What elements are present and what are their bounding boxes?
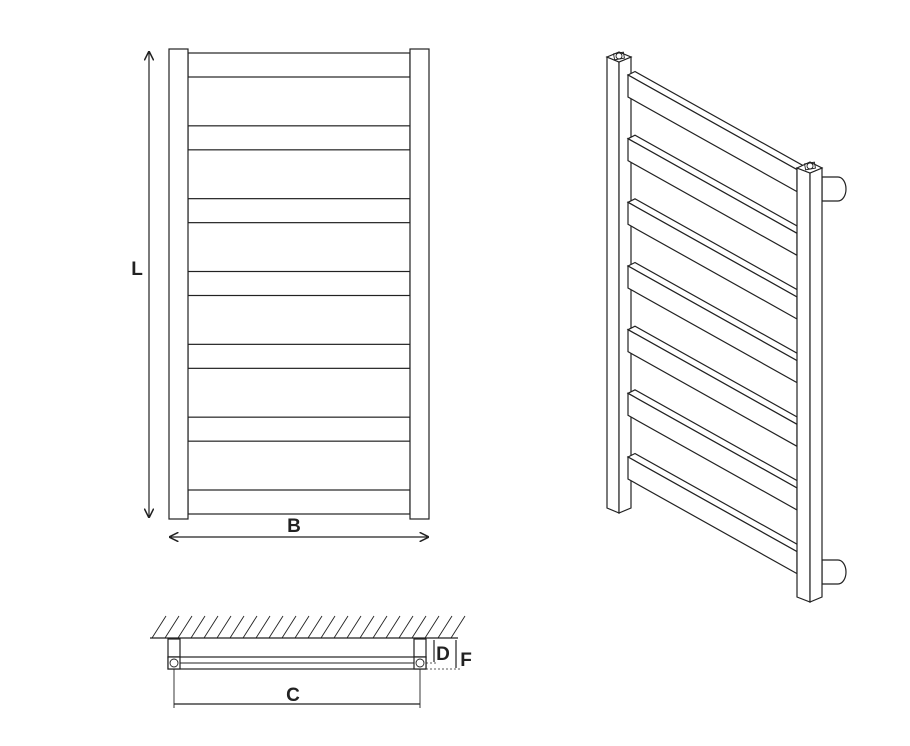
left-bracket bbox=[167, 638, 181, 658]
front-rung bbox=[187, 125, 411, 151]
hatch-line bbox=[281, 615, 297, 639]
hatch-line bbox=[320, 615, 336, 639]
iso-rung-top bbox=[626, 452, 806, 553]
hatch-line bbox=[333, 615, 349, 639]
hatch-line bbox=[398, 615, 414, 639]
hatch-line bbox=[437, 615, 453, 639]
hatch-line bbox=[177, 615, 193, 639]
iso-right-post bbox=[795, 161, 824, 603]
dimension-F-label: F bbox=[460, 650, 472, 671]
hatch-line bbox=[359, 615, 375, 639]
hatch-line bbox=[242, 615, 258, 639]
iso-wall-brackets bbox=[821, 176, 847, 585]
hatch-line bbox=[372, 615, 388, 639]
isometric-view bbox=[605, 51, 847, 603]
plan-view: D F C bbox=[150, 615, 472, 708]
hatch-line bbox=[450, 615, 466, 639]
hatch-line bbox=[307, 615, 323, 639]
hatch-line bbox=[216, 615, 232, 639]
hatch-line bbox=[164, 615, 180, 639]
iso-rungs bbox=[626, 70, 806, 575]
dimension-L-label: L bbox=[131, 259, 143, 280]
front-rungs bbox=[187, 52, 411, 515]
hatch-line bbox=[294, 615, 310, 639]
hatch-line bbox=[424, 615, 440, 639]
hatch-line bbox=[268, 615, 284, 639]
right-bracket bbox=[413, 638, 427, 658]
dimension-C-label: C bbox=[286, 685, 300, 706]
hatch-line bbox=[255, 615, 271, 639]
hatch-line bbox=[346, 615, 362, 639]
hatch-line bbox=[203, 615, 219, 639]
front-rung bbox=[187, 270, 411, 297]
hatch-line bbox=[411, 615, 427, 639]
hatch-line bbox=[385, 615, 401, 639]
dimension-D-label: D bbox=[436, 644, 450, 665]
hatch-line bbox=[229, 615, 245, 639]
dimension-B-label: B bbox=[287, 516, 301, 537]
hatch-line bbox=[151, 615, 167, 639]
left-post bbox=[168, 48, 189, 520]
front-rung bbox=[187, 52, 411, 78]
front-view: L B bbox=[131, 48, 430, 537]
front-rung bbox=[187, 489, 411, 515]
front-rung bbox=[187, 198, 411, 224]
front-rung bbox=[187, 343, 411, 369]
hatch-line bbox=[190, 615, 206, 639]
front-rung bbox=[187, 416, 411, 442]
wall-hatch bbox=[151, 615, 466, 639]
right-post bbox=[409, 48, 430, 520]
